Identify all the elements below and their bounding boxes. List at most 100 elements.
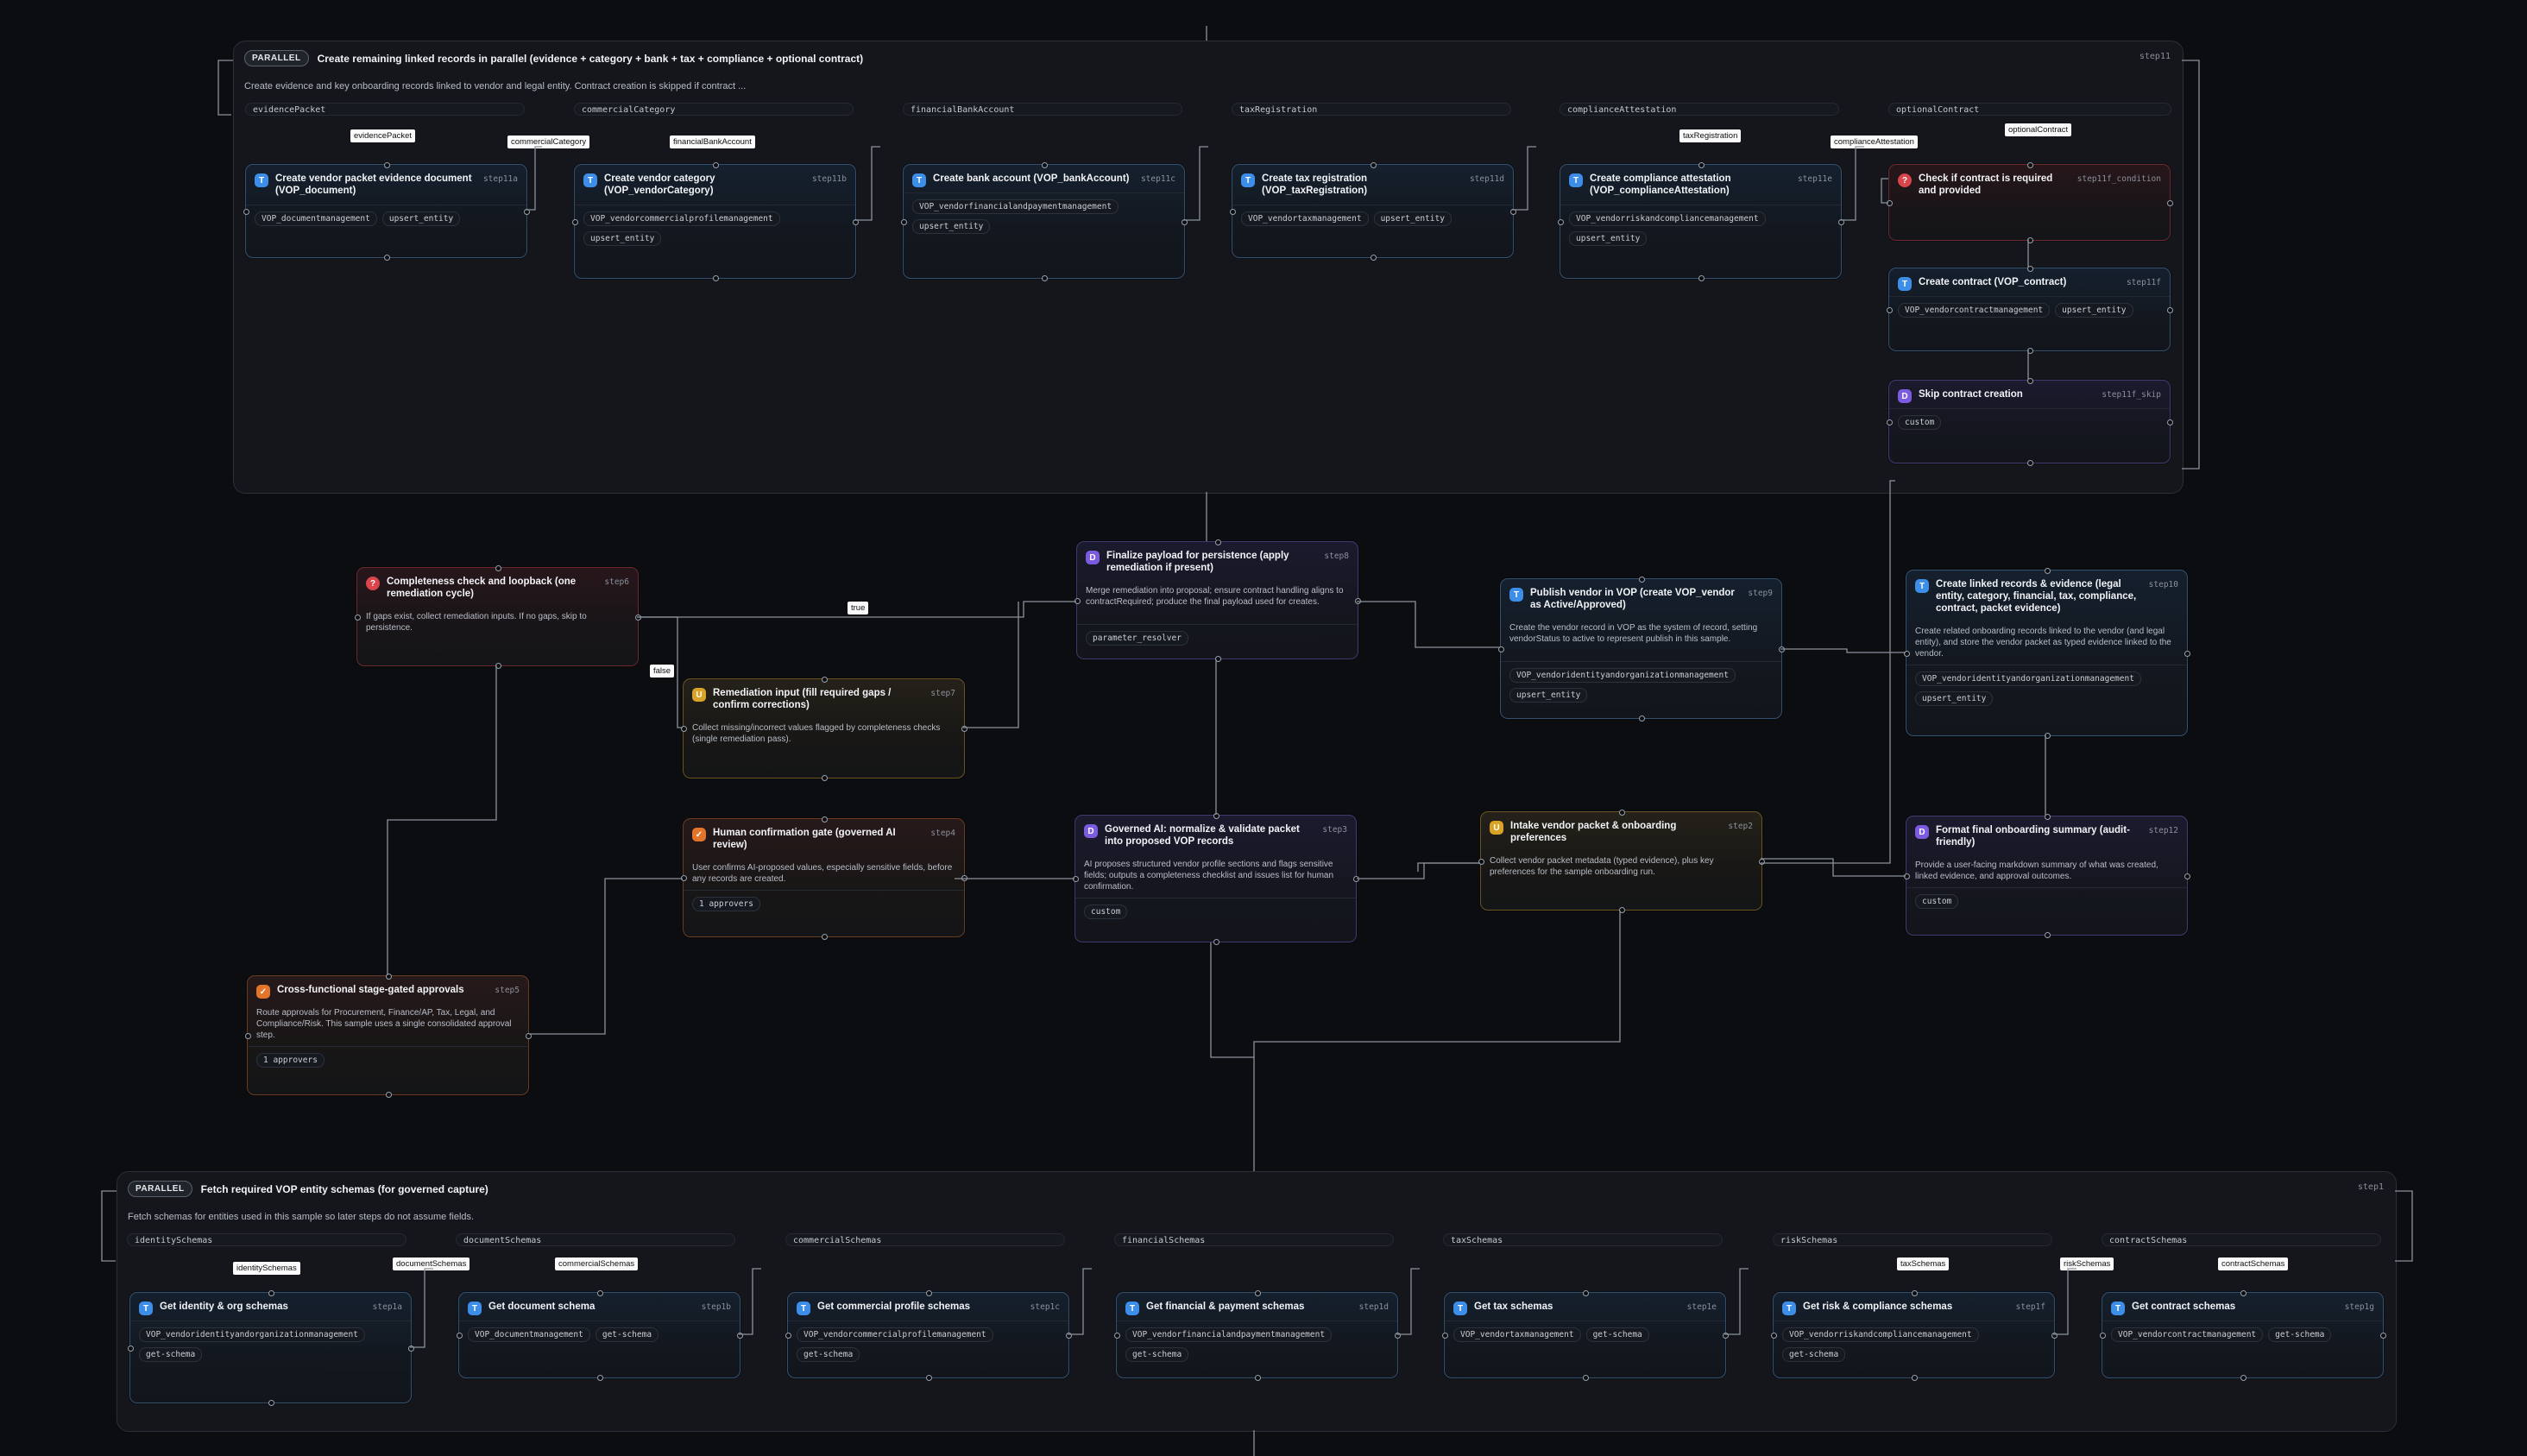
connection-port[interactable]: [495, 663, 501, 669]
connection-port[interactable]: [681, 726, 687, 732]
connection-port[interactable]: [355, 614, 361, 621]
connection-port[interactable]: [385, 1092, 392, 1098]
connection-port[interactable]: [1230, 208, 1236, 215]
connection-port[interactable]: [1066, 1333, 1072, 1339]
connection-port[interactable]: [1618, 907, 1625, 913]
workflow-node-step11f_condition[interactable]: ?Check if contract is required and provi…: [1887, 162, 2173, 243]
connection-port[interactable]: [2100, 1333, 2106, 1339]
lane-input-field[interactable]: riskSchemas: [1773, 1233, 2052, 1246]
connection-port[interactable]: [2167, 419, 2173, 425]
lane-input-field[interactable]: complianceAttestation: [1560, 103, 1839, 116]
connection-port[interactable]: [1904, 650, 1910, 657]
connection-port[interactable]: [1114, 1333, 1120, 1339]
connection-port[interactable]: [821, 816, 828, 823]
connection-port[interactable]: [1698, 162, 1705, 168]
connection-port[interactable]: [2167, 199, 2173, 206]
connection-port[interactable]: [2026, 348, 2033, 354]
connection-port[interactable]: [1442, 1333, 1448, 1339]
connection-port[interactable]: [1510, 208, 1516, 215]
connection-port[interactable]: [1214, 539, 1221, 545]
connection-port[interactable]: [1582, 1375, 1589, 1381]
connection-port[interactable]: [1558, 218, 1564, 225]
connection-port[interactable]: [853, 218, 859, 225]
connection-port[interactable]: [1904, 873, 1910, 879]
connection-port[interactable]: [1478, 858, 1484, 865]
connection-port[interactable]: [2240, 1290, 2247, 1296]
connection-port[interactable]: [1074, 597, 1081, 604]
connection-port[interactable]: [1723, 1333, 1729, 1339]
connection-port[interactable]: [2026, 162, 2033, 168]
connection-port[interactable]: [785, 1333, 791, 1339]
connection-port[interactable]: [1887, 306, 1893, 313]
connection-port[interactable]: [961, 726, 967, 732]
lane-input-field[interactable]: optionalContract: [1888, 103, 2171, 116]
connection-port[interactable]: [737, 1333, 743, 1339]
connection-port[interactable]: [457, 1333, 463, 1339]
connection-port[interactable]: [596, 1290, 603, 1296]
connection-port[interactable]: [2184, 650, 2190, 657]
connection-port[interactable]: [268, 1290, 274, 1296]
connection-port[interactable]: [128, 1345, 134, 1352]
connection-port[interactable]: [1353, 876, 1359, 882]
connection-port[interactable]: [1254, 1375, 1261, 1381]
connection-port[interactable]: [901, 218, 907, 225]
lane-input-field[interactable]: commercialSchemas: [785, 1233, 1065, 1246]
connection-port[interactable]: [2167, 306, 2173, 313]
lane-input-field[interactable]: contractSchemas: [2102, 1233, 2381, 1246]
connection-port[interactable]: [2184, 873, 2190, 879]
lane-input-field[interactable]: financialBankAccount: [903, 103, 1182, 116]
connection-port[interactable]: [821, 775, 828, 781]
connection-port[interactable]: [268, 1400, 274, 1406]
connection-port[interactable]: [1838, 218, 1844, 225]
connection-port[interactable]: [821, 934, 828, 940]
connection-port[interactable]: [1182, 218, 1188, 225]
connection-port[interactable]: [1698, 275, 1705, 281]
connection-port[interactable]: [821, 677, 828, 683]
lane-input-field[interactable]: financialSchemas: [1114, 1233, 1394, 1246]
connection-port[interactable]: [1041, 162, 1048, 168]
connection-port[interactable]: [1395, 1333, 1401, 1339]
connection-port[interactable]: [681, 875, 687, 881]
connection-port[interactable]: [524, 208, 530, 215]
connection-port[interactable]: [712, 275, 719, 281]
connection-port[interactable]: [1355, 597, 1361, 604]
connection-port[interactable]: [572, 218, 578, 225]
connection-port[interactable]: [2051, 1333, 2058, 1339]
connection-port[interactable]: [2044, 568, 2051, 574]
connection-port[interactable]: [1911, 1290, 1918, 1296]
connection-port[interactable]: [1887, 199, 1893, 206]
connection-port[interactable]: [1213, 813, 1219, 819]
lane-input-field[interactable]: commercialCategory: [574, 103, 854, 116]
connection-port[interactable]: [1582, 1290, 1589, 1296]
workflow-node-step6[interactable]: ?Completeness check and loopback (one re…: [355, 565, 641, 669]
lane-input-field[interactable]: identitySchemas: [127, 1233, 406, 1246]
lane-input-field[interactable]: documentSchemas: [456, 1233, 735, 1246]
connection-port[interactable]: [2044, 814, 2051, 820]
connection-port[interactable]: [2026, 266, 2033, 272]
connection-port[interactable]: [961, 875, 967, 881]
lane-input-field[interactable]: taxRegistration: [1232, 103, 1511, 116]
connection-port[interactable]: [1498, 646, 1504, 652]
connection-port[interactable]: [2044, 733, 2051, 739]
connection-port[interactable]: [383, 162, 390, 168]
connection-port[interactable]: [1370, 162, 1377, 168]
connection-port[interactable]: [1213, 939, 1219, 945]
connection-port[interactable]: [2026, 378, 2033, 384]
connection-port[interactable]: [1771, 1333, 1777, 1339]
